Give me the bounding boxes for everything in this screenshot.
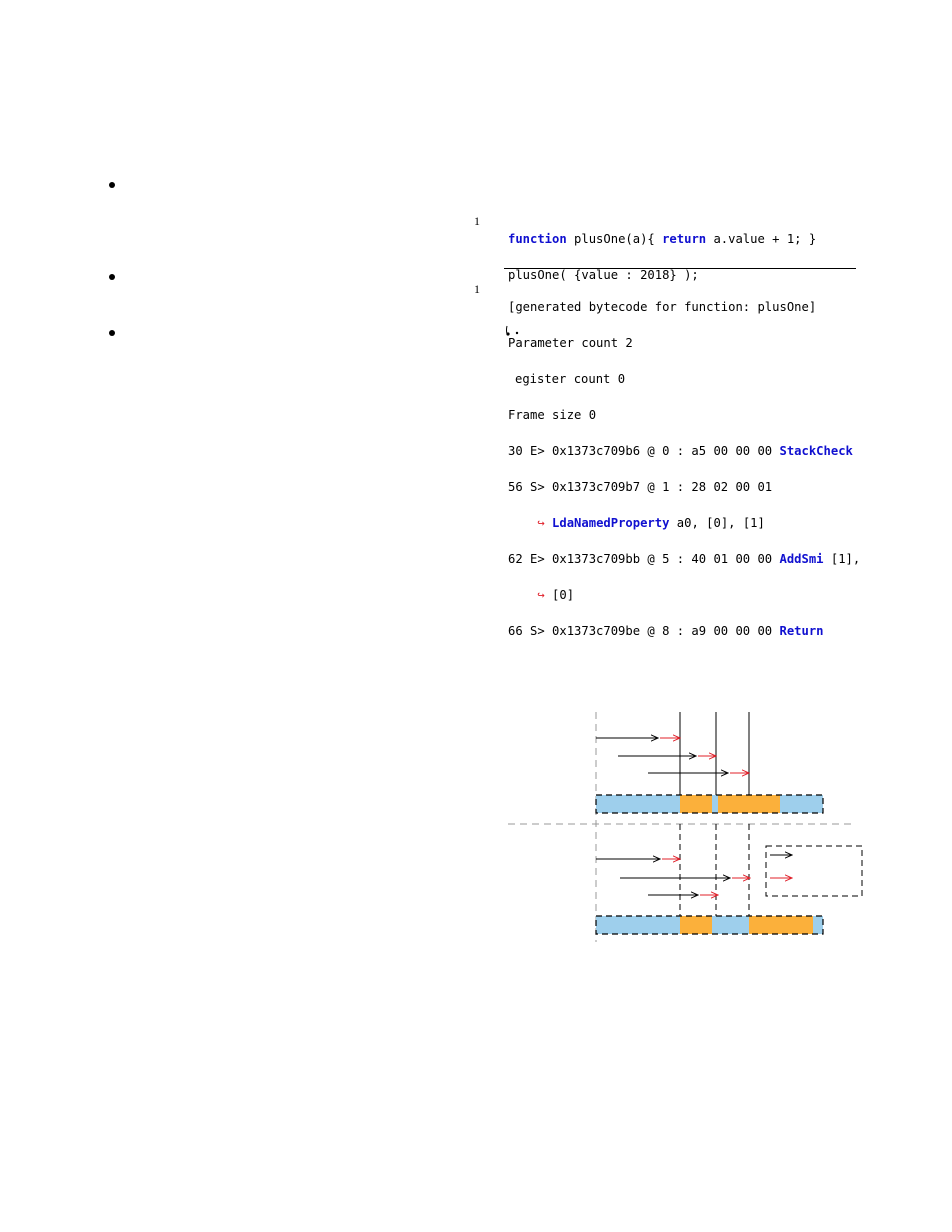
wrap-arrow-icon: ↪ bbox=[537, 516, 545, 530]
timeline-diagram bbox=[508, 712, 863, 942]
bytecode-frame-size: Frame size 0 bbox=[508, 408, 597, 422]
stray-marks bbox=[506, 325, 519, 336]
keyword-function: function bbox=[508, 232, 567, 246]
bytecode-row-4: 66 S> 0x1373c709be @ 8 : a9 00 00 00 Ret… bbox=[508, 624, 824, 638]
listing-separator bbox=[504, 268, 856, 269]
listing2-line-number: 1 bbox=[474, 282, 480, 296]
bar-outline bbox=[595, 794, 824, 814]
bytecode-header: [generated bytecode for function: plusOn… bbox=[508, 300, 817, 314]
listing1-line1: function plusOne(a){ return a.value + 1;… bbox=[508, 232, 817, 246]
bar-segment-orange bbox=[718, 795, 780, 813]
legend-box bbox=[765, 845, 863, 897]
bar-segment-blue bbox=[780, 795, 823, 813]
bar-segment-blue bbox=[813, 916, 823, 934]
bar-segment-blue bbox=[596, 795, 680, 813]
list-bullet-2 bbox=[109, 274, 115, 280]
listing1-line-number: 1 bbox=[474, 214, 480, 228]
bytecode-register-count: egister count 0 bbox=[515, 372, 626, 386]
bar-outline bbox=[595, 915, 824, 935]
wrap-arrow-icon: ↪ bbox=[537, 588, 545, 602]
keyword-return: return bbox=[662, 232, 707, 246]
bytecode-row-2: 56 S> 0x1373c709b7 @ 1 : 28 02 00 01 bbox=[508, 480, 773, 494]
bar-segment-orange bbox=[680, 916, 712, 934]
bytecode-row-2-cont: ↪ LdaNamedProperty a0, [0], [1] bbox=[537, 516, 765, 530]
bar-segment-orange bbox=[749, 916, 813, 934]
bytecode-row-3-cont: ↪ [0] bbox=[537, 588, 575, 602]
bytecode-row-1: 30 E> 0x1373c709b6 @ 0 : a5 00 00 00 Sta… bbox=[508, 444, 853, 458]
bar-segment-blue bbox=[712, 916, 749, 934]
bar-segment-blue bbox=[596, 916, 680, 934]
bar-segment-orange bbox=[680, 795, 712, 813]
listing1-code: function plusOne(a){ return a.value + 1;… bbox=[508, 212, 816, 302]
list-bullet-3 bbox=[109, 330, 115, 336]
bar-segment-blue bbox=[712, 795, 718, 813]
bytecode-listing: [generated bytecode for function: plusOn… bbox=[508, 280, 860, 658]
listing1-line2: plusOne( {value : 2018} ); bbox=[508, 268, 699, 282]
list-bullet-1 bbox=[109, 182, 115, 188]
bytecode-param-count: Parameter count 2 bbox=[508, 336, 633, 350]
bytecode-row-3: 62 E> 0x1373c709bb @ 5 : 40 01 00 00 Add… bbox=[508, 552, 861, 566]
